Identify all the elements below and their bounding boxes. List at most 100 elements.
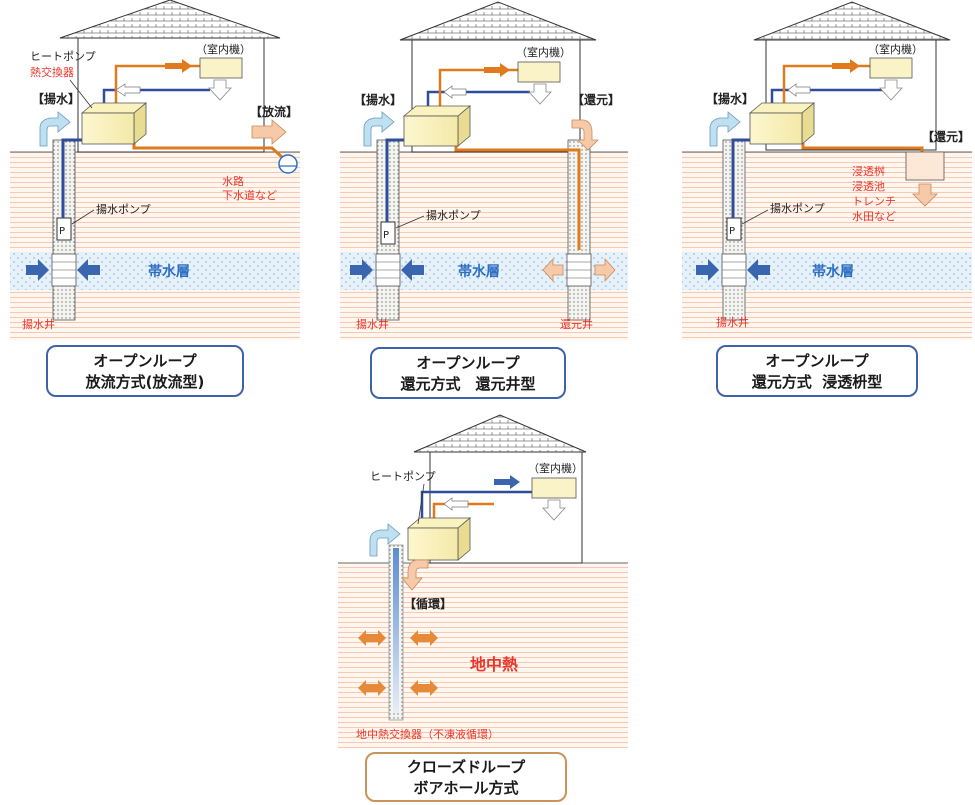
borehole-fluid (393, 548, 399, 713)
flow-arrow-icon (443, 497, 469, 511)
aquifer-arrow-icon (77, 259, 100, 281)
options-label: 水田など (852, 210, 896, 223)
caption-subtitle: ボアホール方式 (413, 779, 519, 797)
circulation-down-arrow-icon (401, 559, 429, 591)
caption-box-3: オープンループ 還元方式 浸透枡型 (716, 345, 918, 397)
aquifer-arrow-icon (401, 259, 424, 281)
options-label: 浸透桝 (852, 164, 885, 178)
air-arrow-icon (879, 79, 903, 101)
indoor-unit (199, 57, 243, 79)
panel-4: ヒートポンプ （室内機） 【循環】 地中熱 地中熱交換器（不凍液循環） (338, 414, 628, 748)
pumping-label: 【揚水】 (706, 91, 754, 106)
indoor-unit-label: （室内機） (196, 42, 251, 56)
supply-pipe (385, 138, 404, 222)
air-arrow-icon (542, 499, 566, 521)
heat-arrow-icon (410, 630, 438, 646)
circulation-up-arrow-icon (369, 523, 401, 557)
indoor-return (432, 502, 494, 524)
pump-symbol: P (383, 230, 389, 241)
heat-pump-box (407, 527, 459, 561)
heat-pump-label: ヒートポンプ (370, 470, 436, 483)
return-label: 【還元】 (572, 92, 620, 107)
options-label: トレンチ (852, 195, 896, 208)
discharge-arrow-icon (251, 119, 287, 145)
outlet-circle (278, 154, 298, 174)
pump-label: 揚水ポンプ (426, 209, 481, 222)
flow-arrow-icon (484, 63, 510, 77)
aquifer-arrow-icon (696, 259, 719, 281)
heat-pump-box (81, 112, 135, 145)
aquifer-out-arrow-icon (542, 257, 564, 283)
pump-symbol: P (59, 226, 65, 237)
panel-2: （室内機） 【揚水】 【還元】 揚水ポンプ P 帯水層 揚水井 還元井 (340, 1, 628, 340)
flow-arrow-icon (494, 475, 520, 489)
heat-arrow-icon (358, 680, 386, 696)
aquifer-out-arrow-icon (594, 257, 616, 283)
house-wall (765, 39, 937, 151)
outlet-label: 下水道など (222, 188, 277, 202)
indoor-supply (420, 490, 532, 524)
aquifer-label: 帯水層 (458, 263, 500, 280)
flow-arrow-icon (165, 59, 192, 73)
pump-symbol: P (729, 226, 735, 237)
discharge-pipe (132, 142, 285, 160)
geothermal-label: 地中熱 (470, 655, 518, 674)
caption-box-4: クローズドループ ボアホール方式 (365, 752, 567, 802)
house-wall (429, 451, 583, 564)
panel-1: ヒートポンプ 熱交換器 （室内機） 【揚水】 【放流】 水路 下水道など 揚水ポ… (10, 0, 300, 340)
caption-title: オープンループ (765, 352, 869, 370)
indoor-unit-label: （室内機） (868, 42, 923, 56)
supply-pipe (731, 138, 750, 218)
pumping-arrow-icon (363, 111, 395, 147)
caption-box-2: オープンループ 還元方式 還元井型 (370, 347, 566, 399)
well-label: 揚水井 (356, 317, 389, 331)
house-roof (59, 0, 281, 39)
heat-arrow-icon (358, 630, 386, 646)
outlet-label: 水路 (222, 175, 244, 188)
caption-title: オープンループ (93, 352, 197, 370)
heat-arrow-icon (410, 680, 438, 696)
caption-box-1: オープンループ 放流方式(放流型) (46, 345, 244, 397)
return-well-label: 還元井 (560, 317, 593, 331)
infiltration-arrow-icon (912, 183, 938, 207)
ground-soil (338, 563, 628, 748)
air-arrow-icon (528, 83, 552, 105)
heat-pump-box (749, 112, 803, 145)
heat-pump-box (403, 115, 459, 147)
pump-label: 揚水ポンプ (96, 203, 151, 216)
indoor-unit (517, 61, 561, 83)
discharge-label: 【放流】 (250, 104, 298, 119)
caption-subtitle: 還元方式 浸透枡型 (751, 373, 883, 391)
aquifer-arrow-icon (26, 259, 49, 281)
pumping-arrow-icon (39, 111, 71, 147)
aquifer-arrow-icon (747, 259, 770, 281)
house-wall (411, 39, 581, 153)
infiltration-basin (905, 151, 945, 181)
flow-arrow-icon (115, 83, 141, 97)
flow-arrow-icon (443, 85, 467, 99)
exchanger-label: 地中熱交換器（不凍液循環） (356, 727, 499, 741)
indoor-unit (531, 477, 577, 499)
house-wall (77, 37, 265, 153)
house-roof (399, 1, 597, 41)
aquifer-label: 帯水層 (148, 263, 190, 280)
flow-arrow-icon (787, 83, 811, 97)
indoor-unit-label: （室内機） (516, 45, 571, 59)
caption-title: オープンループ (416, 354, 520, 372)
air-arrow-icon (208, 79, 232, 101)
pumping-label: 【揚水】 (32, 91, 80, 106)
return-pipe (454, 143, 581, 250)
aquifer-arrow-icon (350, 259, 373, 281)
house-roof (413, 414, 587, 453)
circulation-label: 【循環】 (404, 596, 452, 611)
heat-pump-label: ヒートポンプ (30, 50, 96, 63)
supply-pipe (61, 138, 82, 218)
panel-3: （室内機） 【揚水】 【還元】 浸透桝 浸透池 トレンチ 水田など 揚水ポンプ … (682, 1, 972, 340)
well-label: 揚水井 (716, 315, 749, 329)
return-arrow-icon (571, 119, 599, 151)
indoor-unit-label: （室内機） (528, 461, 583, 475)
return-label: 【還元】 (922, 129, 970, 144)
indoor-unit (869, 57, 913, 79)
pumping-label: 【揚水】 (354, 92, 402, 107)
